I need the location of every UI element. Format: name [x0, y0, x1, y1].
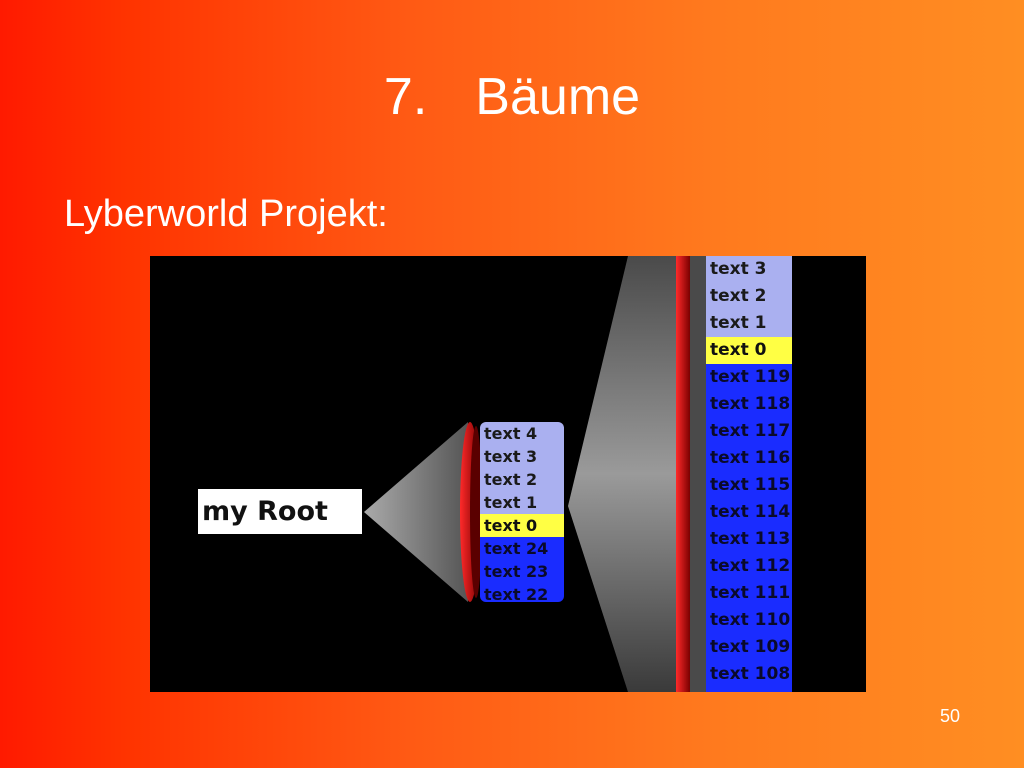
page-number: 50 — [939, 706, 960, 726]
node-label: text 3 — [480, 445, 564, 468]
slide-title: 7. Bäume — [0, 62, 1024, 132]
node-label: text 2 — [480, 468, 564, 491]
node-label: text 118 — [706, 391, 792, 418]
node-label: text 108 — [706, 661, 792, 688]
node-label: text 110 — [706, 607, 792, 634]
node-label: text 2 — [706, 283, 792, 310]
small-cone — [364, 422, 468, 602]
node-label: text 0 — [706, 337, 792, 364]
node-label: text 3 — [706, 256, 792, 283]
large-ring — [676, 256, 690, 692]
node-label: text 114 — [706, 499, 792, 526]
node-label: text 23 — [480, 560, 564, 583]
node-label: text 109 — [706, 634, 792, 661]
node-label: text 22 — [480, 583, 564, 602]
slide-title-text: Bäume — [475, 68, 641, 126]
node-label: text 117 — [706, 418, 792, 445]
node-label: text 111 — [706, 580, 792, 607]
node-label: text 4 — [480, 422, 564, 445]
node-label: text 1 — [706, 310, 792, 337]
node-label: text 24 — [480, 537, 564, 560]
slide-subtitle: Lyberworld Projekt: — [64, 193, 388, 235]
node-label: text 115 — [706, 472, 792, 499]
cone-tree-graphic — [364, 256, 706, 692]
node-label: text 113 — [706, 526, 792, 553]
large-cone — [568, 256, 690, 692]
node-label: text 119 — [706, 364, 792, 391]
root-node-label: my Root — [198, 489, 362, 534]
node-label: text 112 — [706, 553, 792, 580]
slide-number: 7. — [383, 68, 428, 126]
node-label: text 116 — [706, 445, 792, 472]
node-label: text 107 — [706, 688, 792, 692]
node-label: text 0 — [480, 514, 564, 537]
node-label: text 1 — [480, 491, 564, 514]
